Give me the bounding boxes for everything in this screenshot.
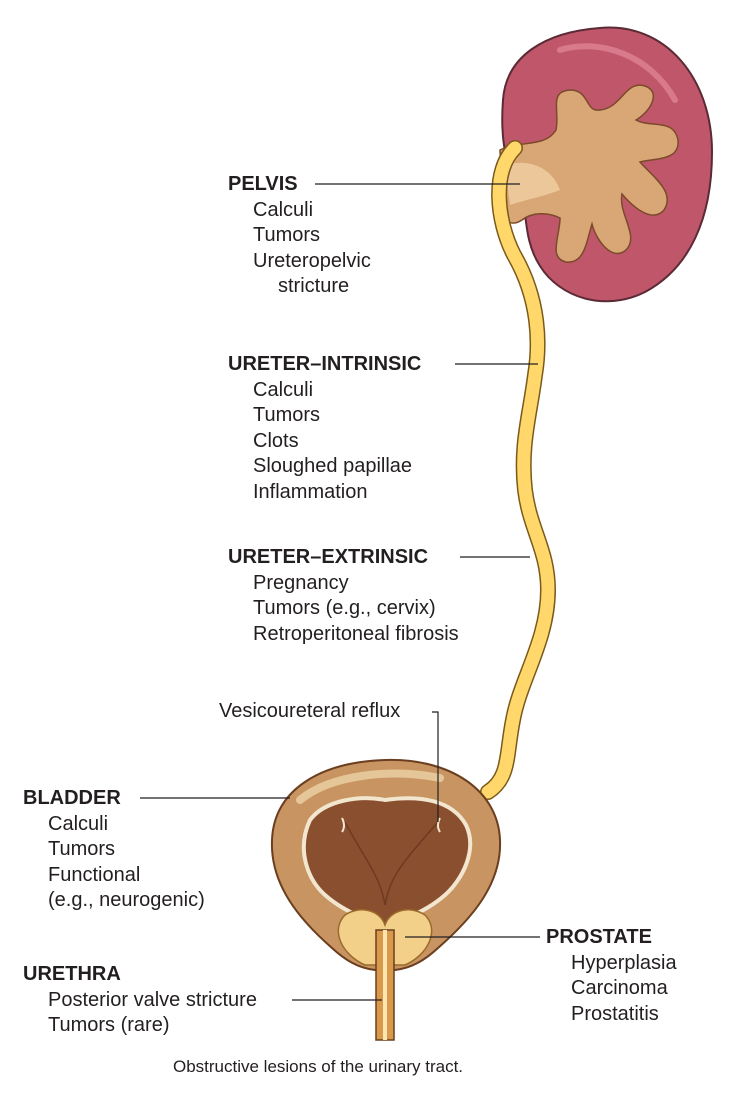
pelvis-item-continuation: stricture bbox=[278, 275, 350, 298]
leader-lines bbox=[140, 183, 540, 1001]
ureter-intrinsic-label: URETER–INTRINSIC Calculi Tumors Clots Sl… bbox=[228, 352, 421, 506]
bladder-item: Calculi bbox=[48, 812, 109, 835]
renal-pelvis bbox=[499, 84, 679, 263]
bladder-lumen bbox=[301, 796, 473, 927]
ureteral-orifice-left bbox=[341, 817, 345, 833]
pelvis-item: Tumors bbox=[253, 224, 321, 247]
urethra-lumen bbox=[383, 930, 387, 1040]
kidney-cortex-highlight bbox=[557, 43, 678, 103]
pelvis-label: PELVIS Calculi Tumors Ureteropelvic stri… bbox=[228, 172, 371, 300]
trigone bbox=[344, 821, 439, 906]
reflux-leader bbox=[432, 711, 439, 822]
pelvis-item: Ureteropelvic bbox=[253, 249, 371, 272]
reflux-text: Vesicoureteral reflux bbox=[219, 700, 401, 722]
prostate-label: PROSTATE Hyperplasia Carcinoma Prostatit… bbox=[546, 925, 677, 1027]
ureter-intrinsic-item: Inflammation bbox=[253, 480, 368, 503]
pelvis-item: Calculi bbox=[253, 198, 314, 221]
ureter-extrinsic-item: Tumors (e.g., cervix) bbox=[253, 597, 436, 620]
urethra-item: Tumors (rare) bbox=[48, 1014, 170, 1037]
kidney bbox=[499, 26, 714, 303]
ureter-intrinsic-item: Calculi bbox=[253, 378, 314, 401]
bladder-item: (e.g., neurogenic) bbox=[48, 889, 205, 912]
bladder bbox=[270, 758, 502, 971]
prostate-item: Prostatitis bbox=[571, 1002, 659, 1025]
prostate-heading: PROSTATE bbox=[546, 926, 652, 948]
ureter-intrinsic-item: Tumors bbox=[253, 404, 321, 427]
urethra-heading: URETHRA bbox=[23, 963, 121, 985]
urethra-item: Posterior valve stricture bbox=[48, 988, 257, 1011]
figure-caption: Obstructive lesions of the urinary tract… bbox=[172, 1057, 464, 1076]
bladder-item: Tumors bbox=[48, 838, 116, 861]
ureter-intrinsic-item: Sloughed papillae bbox=[253, 455, 413, 478]
ureter-intrinsic-item: Clots bbox=[253, 429, 299, 452]
ureter-extrinsic-label: URETER–EXTRINSIC Pregnancy Tumors (e.g.,… bbox=[228, 545, 459, 647]
bladder-item: Functional bbox=[48, 863, 141, 886]
ureter-fill bbox=[481, 141, 555, 799]
renal-pelvis-shading bbox=[505, 162, 560, 205]
urethra-label: URETHRA Posterior valve stricture Tumors… bbox=[23, 962, 257, 1039]
ureteral-orifice-right bbox=[437, 817, 441, 833]
bladder-heading: BLADDER bbox=[23, 787, 121, 809]
prostate-item: Carcinoma bbox=[571, 977, 668, 1000]
ureter-extrinsic-heading: URETER–EXTRINSIC bbox=[228, 546, 429, 568]
reflux-label: Vesicoureteral reflux bbox=[219, 699, 400, 725]
bladder-label: BLADDER Calculi Tumors Functional (e.g.,… bbox=[23, 786, 205, 914]
pelvis-heading: PELVIS bbox=[228, 173, 298, 195]
ureter-extrinsic-item: Retroperitoneal fibrosis bbox=[253, 622, 459, 645]
ureter-intrinsic-heading: URETER–INTRINSIC bbox=[228, 353, 422, 375]
ureter-extrinsic-item: Pregnancy bbox=[253, 571, 349, 594]
bladder-wall-highlight bbox=[296, 769, 444, 804]
prostate-item: Hyperplasia bbox=[571, 951, 677, 974]
